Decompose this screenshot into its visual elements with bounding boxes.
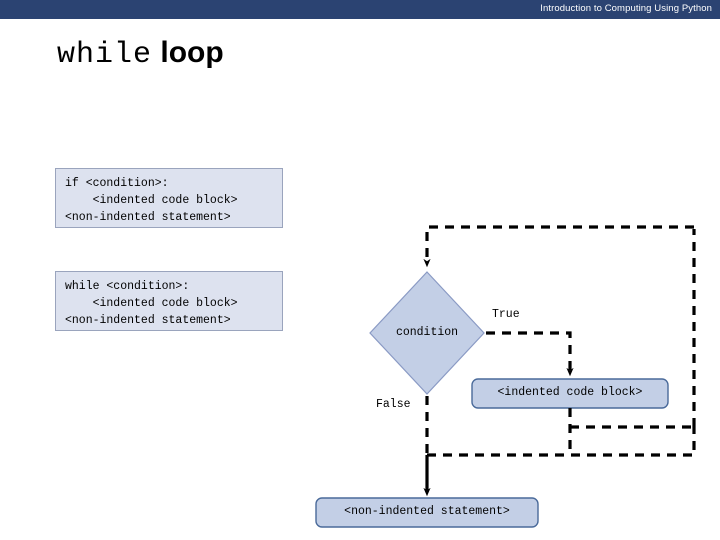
process-label-indented: <indented code block> (497, 386, 643, 399)
decision-diamond (369, 271, 485, 395)
edge-true (486, 331, 574, 377)
page-title-bold: loop (152, 36, 224, 69)
process-label-nonindented: <non-indented statement> (344, 505, 510, 518)
header-bar (0, 0, 720, 19)
process-box-nonindented (315, 497, 539, 528)
edge-loopback (423, 225, 694, 268)
header-accent-line (0, 19, 720, 22)
edge-label-true: True (492, 308, 520, 321)
code-box-while: while <condition>: <indented code block>… (55, 271, 283, 331)
edge-true-return (568, 408, 696, 457)
code-box-if: if <condition>: <indented code block> <n… (55, 168, 283, 228)
page-title-mono: while (57, 38, 153, 72)
page-title-bold-text: loop (160, 36, 224, 69)
header-title: Introduction to Computing Using Python (540, 3, 712, 14)
edge-label-false: False (376, 398, 411, 411)
page-title: while loop (57, 36, 224, 72)
decision-label: condition (395, 326, 459, 339)
